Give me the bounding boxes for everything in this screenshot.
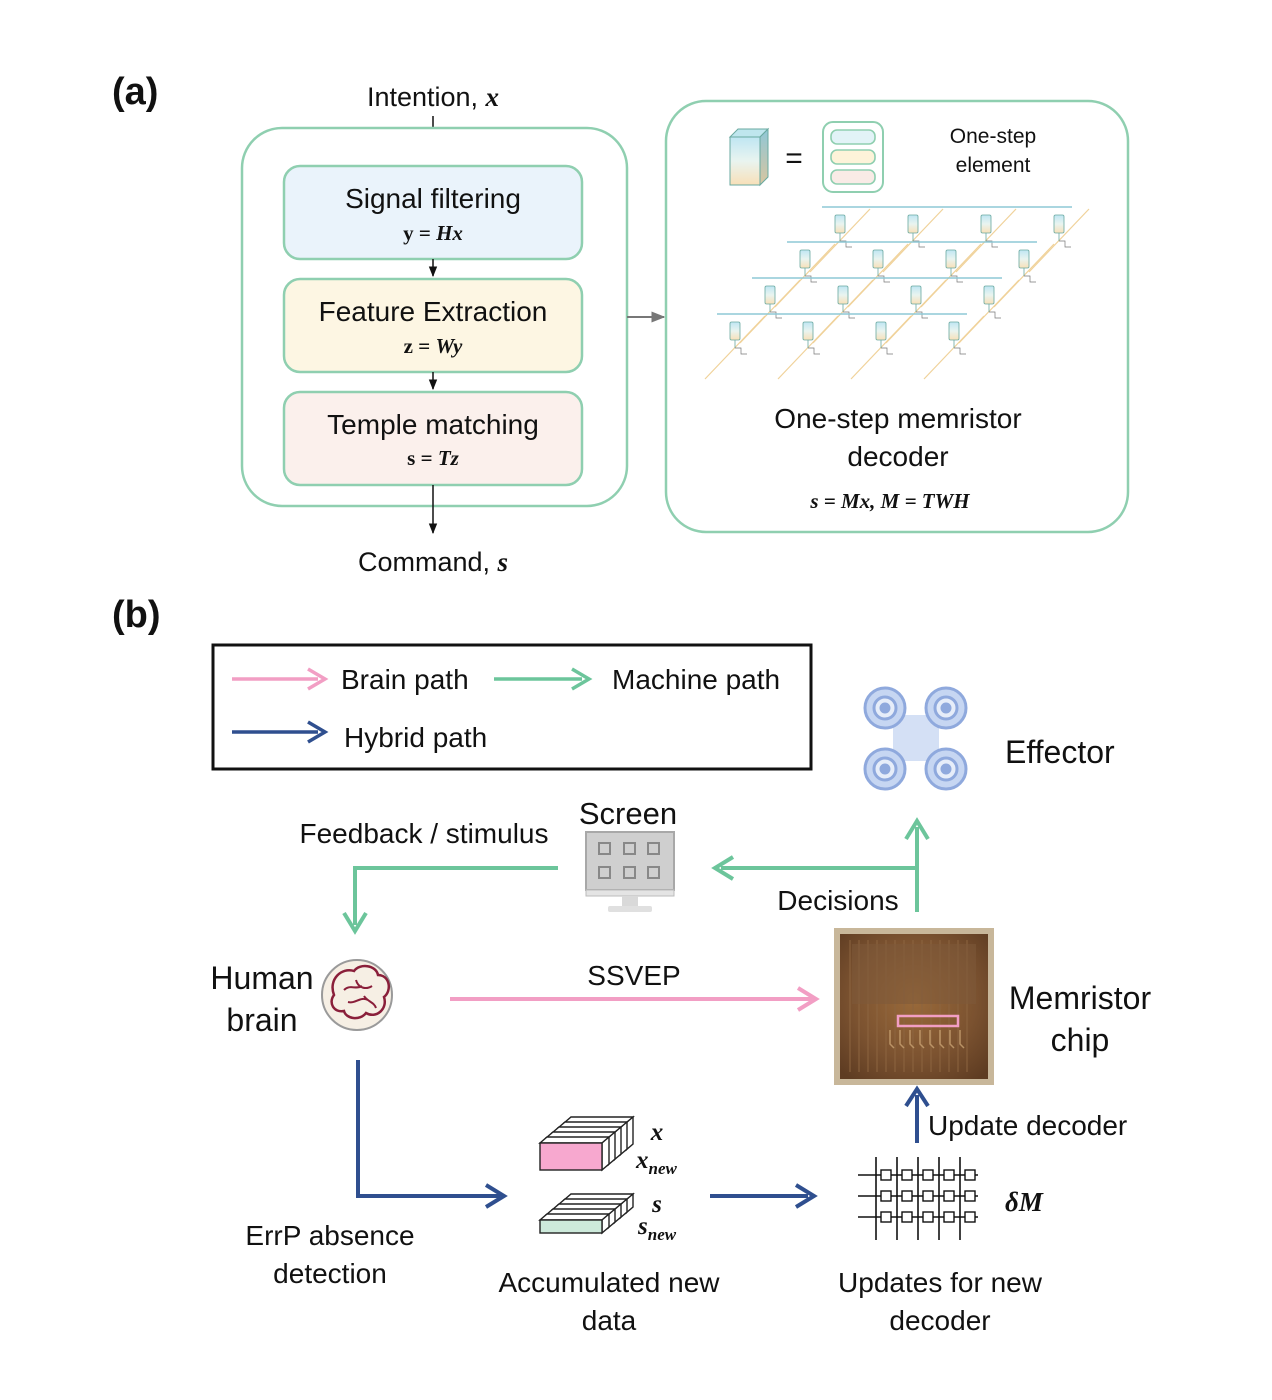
- errp-label-2: detection: [273, 1258, 387, 1289]
- chip-highlight-box: [896, 1014, 960, 1028]
- panel-b-label: (b): [112, 594, 161, 636]
- feedback-label: Feedback / stimulus: [300, 818, 549, 849]
- human-label-1: Human: [210, 960, 313, 996]
- one-step-element-icon: [822, 121, 884, 193]
- decoder-equation: s = Mx, M = TWH: [809, 489, 970, 513]
- crossbar-cell: [922, 1211, 934, 1223]
- update-decoder-label: Update decoder: [928, 1110, 1127, 1141]
- memristor-chip-image: [834, 928, 994, 1085]
- element-label-2: element: [956, 154, 1031, 177]
- data-xnew-label: xnew: [635, 1147, 678, 1178]
- screen-label: Screen: [579, 796, 677, 831]
- crossbar-icon: [858, 1157, 978, 1240]
- x-stack-side: [601, 1135, 610, 1172]
- data-x-label: x: [650, 1119, 664, 1146]
- crossbar-cell: [922, 1169, 934, 1181]
- step-signal-filtering: Signal filtering y = Hx: [282, 164, 584, 261]
- data-snew-label: snew: [637, 1213, 677, 1244]
- ssvep-label: SSVEP: [587, 960, 680, 991]
- chip-trace: [929, 1030, 935, 1049]
- updates-label-2: decoder: [889, 1305, 990, 1336]
- chip-trace: [939, 1030, 945, 1049]
- intention-label: Intention, x: [367, 82, 499, 112]
- x-stack-top: [538, 1136, 611, 1144]
- monitor-icon: [585, 831, 675, 912]
- s-stack-top: [538, 1213, 611, 1221]
- crossbar-cell: [880, 1190, 892, 1202]
- errp-label-1: ErrP absence: [245, 1220, 414, 1251]
- crossbar-cell: [943, 1169, 955, 1181]
- command-label: Command, s: [358, 547, 508, 577]
- brain-icon: [321, 959, 393, 1031]
- element-label-1: One-step: [950, 125, 1036, 148]
- equals-sign: =: [785, 142, 803, 175]
- step-template-matching: Temple matching s = Tz: [282, 390, 584, 487]
- feedback-arrow: [353, 866, 558, 925]
- memristor-array: [704, 206, 1090, 380]
- s-data-stack-icon: [538, 1192, 635, 1235]
- chip-trace: [889, 1030, 895, 1049]
- step-equation: s = Tz: [407, 446, 459, 470]
- human-label-2: brain: [226, 1002, 297, 1038]
- decoder-title-1: One-step memristor: [774, 403, 1021, 434]
- step-title: Signal filtering: [345, 183, 521, 214]
- effector-label: Effector: [1005, 734, 1115, 770]
- legend-hybrid-path: Hybrid path: [344, 722, 487, 753]
- x-data-stack-icon: [538, 1115, 635, 1172]
- x-stack-layer: [539, 1142, 603, 1171]
- decoder-title-2: decoder: [847, 441, 948, 472]
- accumulated-label-2: data: [582, 1305, 637, 1336]
- legend: Brain path Machine path Hybrid path: [211, 643, 813, 771]
- delta-m-label: δM: [1005, 1187, 1044, 1217]
- crossbar-cell: [901, 1169, 913, 1181]
- crossbar-cell: [922, 1190, 934, 1202]
- chip-label-2: chip: [1051, 1022, 1110, 1058]
- decoder-box: [664, 99, 1130, 534]
- crossbar-cell: [964, 1169, 976, 1181]
- crossbar-cell: [943, 1211, 955, 1223]
- accumulated-label-1: Accumulated new: [498, 1267, 720, 1298]
- crossbar-cell: [880, 1211, 892, 1223]
- errp-arrow: [356, 1060, 500, 1198]
- updates-label-1: Updates for new: [838, 1267, 1043, 1298]
- chip-label-1: Memristor: [1009, 980, 1152, 1016]
- crossbar-cell: [964, 1190, 976, 1202]
- crossbar-cell: [943, 1190, 955, 1202]
- step-title: Temple matching: [327, 409, 539, 440]
- cube-icon: [728, 127, 770, 187]
- crossbar-cell: [880, 1169, 892, 1181]
- crossbar-cell: [901, 1190, 913, 1202]
- drone-icon: [863, 686, 968, 791]
- s-stack-layer: [539, 1219, 603, 1234]
- panel-a-label: (a): [112, 71, 158, 113]
- chip-trace: [919, 1030, 925, 1049]
- step-equation: z = Wy: [404, 334, 463, 358]
- data-s-label: s: [651, 1191, 662, 1218]
- chip-trace: [959, 1030, 965, 1049]
- legend-machine-path: Machine path: [612, 664, 780, 695]
- chip-trace: [899, 1030, 905, 1049]
- step-equation: y = Hx: [403, 221, 463, 245]
- decisions-label: Decisions: [777, 885, 898, 916]
- legend-brain-path: Brain path: [341, 664, 469, 695]
- chip-trace: [909, 1030, 915, 1049]
- step-title: Feature Extraction: [319, 296, 548, 327]
- crossbar-cell: [901, 1211, 913, 1223]
- step-feature-extraction: Feature Extraction z = Wy: [282, 277, 584, 374]
- chip-trace: [949, 1030, 955, 1049]
- crossbar-cell: [964, 1211, 976, 1223]
